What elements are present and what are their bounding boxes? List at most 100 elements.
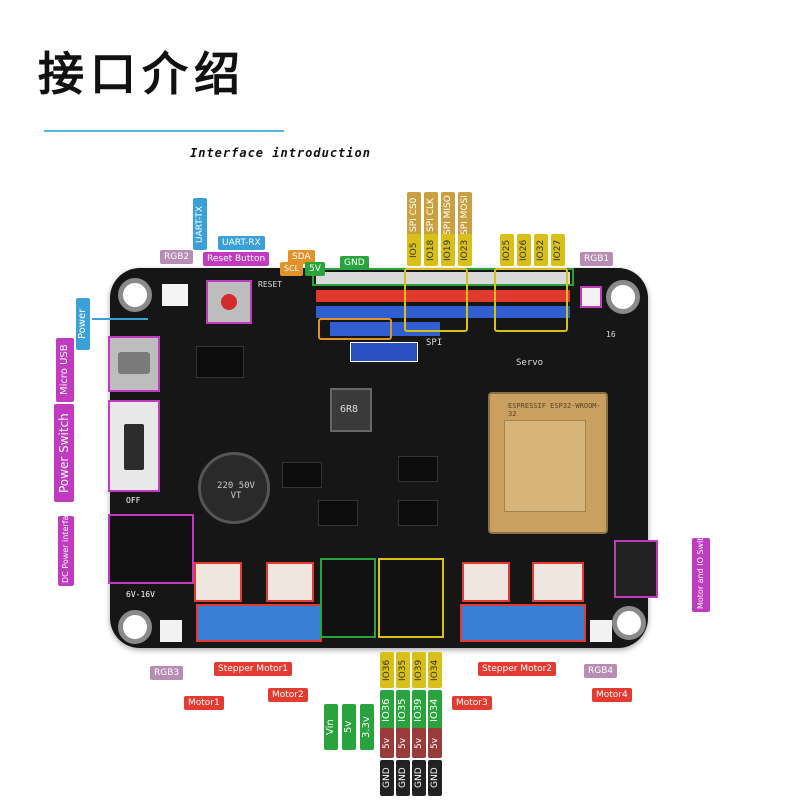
spi-pin-1: IO18 xyxy=(424,234,438,266)
usb-chip xyxy=(196,346,244,378)
uart-rx-label: UART-RX xyxy=(218,236,265,250)
page-subtitle: Interface introduction xyxy=(190,146,371,160)
spi-pin-3: IO23 xyxy=(458,234,472,266)
reset-silk: RESET xyxy=(258,280,283,289)
spi-miso-label: SPI MISO xyxy=(441,192,455,238)
motor1-label: Motor1 xyxy=(184,696,224,710)
driver-chip xyxy=(398,456,438,482)
5v-pwr-label: 5v xyxy=(342,704,356,750)
capacitor: 220 50V VT xyxy=(198,452,270,524)
rgb-count: 16 xyxy=(606,330,616,339)
stepper-terminal-1 xyxy=(196,604,322,642)
rgb1-led xyxy=(580,286,602,308)
power-leader xyxy=(92,318,148,320)
io-gnd-1: GND xyxy=(396,760,410,796)
title-divider xyxy=(44,130,284,132)
inductor-text: 6R8 xyxy=(340,404,359,415)
micro-usb-port[interactable] xyxy=(108,336,160,392)
page-title: 接口介绍 xyxy=(38,47,246,101)
servo-pin-3: IO27 xyxy=(551,234,565,266)
stepper-motor2-label: Stepper Motor2 xyxy=(478,662,557,676)
io-top-2: IO39 xyxy=(412,652,426,688)
vin-label: Vin xyxy=(324,704,338,750)
spi-frame xyxy=(404,268,468,332)
io-header xyxy=(378,558,444,638)
module-text: ESPRESSIF ESP32-WROOM-32 xyxy=(508,402,601,418)
mount-hole xyxy=(606,280,640,314)
power-label: Power xyxy=(76,298,90,350)
signal-pin-row xyxy=(316,306,570,318)
io-top-0: IO36 xyxy=(380,652,394,688)
5v-label: 5V xyxy=(305,262,325,276)
io-bottom-3: IO34 xyxy=(428,690,442,730)
mount-hole xyxy=(612,606,646,640)
io-5v-1: 5v xyxy=(396,728,410,758)
io-gnd-3: GND xyxy=(428,760,442,796)
rgb2-label: RGB2 xyxy=(160,250,194,264)
servo-pin-1: IO26 xyxy=(517,234,531,266)
mount-hole xyxy=(118,610,152,644)
rgb3-led xyxy=(160,620,182,642)
spi-silk: SPI xyxy=(426,338,443,348)
rgb4-label: RGB4 xyxy=(584,664,618,678)
i2c-pin-row xyxy=(330,322,440,336)
motor-io-switch[interactable] xyxy=(614,540,658,598)
io-top-3: IO34 xyxy=(428,652,442,688)
m1-connector xyxy=(194,562,242,602)
io-gnd-2: GND xyxy=(412,760,426,796)
voltage-silk: 6V-16V xyxy=(126,590,155,599)
spi-mosi-label: SPI MOSI xyxy=(458,192,472,238)
servo-silk: Servo xyxy=(516,358,544,368)
spi-clk-label: SPI CLK xyxy=(424,192,438,238)
inductor: 6R8 xyxy=(330,388,372,432)
rgb1-label: RGB1 xyxy=(580,252,614,266)
sda-label: SDA xyxy=(288,250,315,264)
io-5v-3: 5v xyxy=(428,728,442,758)
spi-cs0-label: SPI CS0 xyxy=(407,192,421,238)
servo-pin-2: IO32 xyxy=(534,234,548,266)
io-bottom-1: IO35 xyxy=(396,690,410,730)
uart-tx-label: UART-TX xyxy=(193,198,207,250)
5v-pin-row xyxy=(316,290,570,302)
power-switch[interactable] xyxy=(108,400,160,492)
capacitor-text: 220 50V VT xyxy=(217,481,255,501)
rgb2-led xyxy=(162,284,188,306)
dc-power-jack[interactable] xyxy=(108,514,194,584)
m2-connector xyxy=(266,562,314,602)
io-5v-2: 5v xyxy=(412,728,426,758)
m4-connector xyxy=(532,562,584,602)
io-5v-0: 5v xyxy=(380,728,394,758)
reset-button-label: Reset Button xyxy=(203,252,270,266)
motor2-label: Motor2 xyxy=(268,688,308,702)
gnd-label: GND xyxy=(340,256,369,270)
power-switch-label: Power Switch xyxy=(54,404,74,502)
io-gnd-0: GND xyxy=(380,760,394,796)
gnd-pin-row xyxy=(316,272,570,286)
m3-connector xyxy=(462,562,510,602)
io-top-1: IO35 xyxy=(396,652,410,688)
reset-button[interactable] xyxy=(206,280,252,324)
motor-io-switch-label: Motor and IO Switch xyxy=(692,528,710,612)
servo-pin-0: IO25 xyxy=(500,234,514,266)
motor4-label: Motor4 xyxy=(592,688,632,702)
stepper-motor1-label: Stepper Motor1 xyxy=(214,662,293,676)
driver-chip xyxy=(282,462,322,488)
dc-power-label: DC Power interface xyxy=(58,506,74,586)
scl-label: SCL xyxy=(280,262,304,276)
driver-chip xyxy=(318,500,358,526)
servo-frame xyxy=(494,268,568,332)
i2c-frame xyxy=(318,318,392,340)
3v3-label: 3.3v xyxy=(360,704,374,750)
stepper-terminal-2 xyxy=(460,604,586,642)
io-bottom-2: IO39 xyxy=(412,690,426,730)
io-bottom-0: IO36 xyxy=(380,690,394,730)
spi-connector xyxy=(350,342,418,362)
power-header xyxy=(320,558,376,638)
rgb3-label: RGB3 xyxy=(150,666,184,680)
mount-hole xyxy=(118,278,152,312)
spi-pin-2: IO19 xyxy=(441,234,455,266)
esp32-module: ESPRESSIF ESP32-WROOM-32 xyxy=(488,392,608,534)
micro-usb-label: Micro USB xyxy=(56,338,74,402)
motor3-label: Motor3 xyxy=(452,696,492,710)
rgb4-led xyxy=(590,620,612,642)
